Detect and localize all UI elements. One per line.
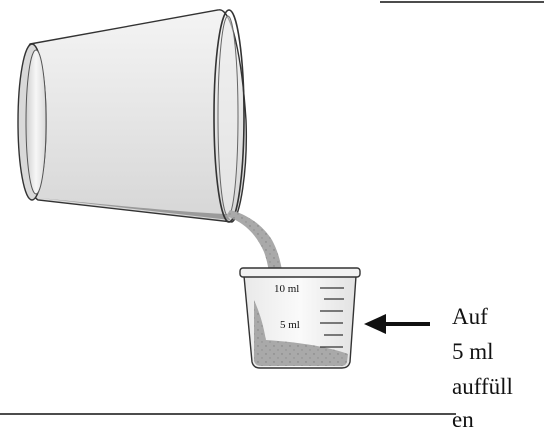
glass-bottom-inner — [26, 50, 46, 194]
instruction-line: Auf — [452, 305, 488, 328]
glass-rim-inner — [218, 16, 238, 216]
instruction-line: 5 ml — [452, 340, 494, 363]
instruction-line: auffüll — [452, 375, 513, 398]
arrow — [364, 314, 430, 334]
cup-rim — [240, 268, 360, 277]
instruction-line: en — [452, 408, 474, 431]
pouring-glass — [18, 10, 246, 222]
mark-10ml: 10 ml — [274, 283, 299, 295]
arrow-head-icon — [364, 314, 386, 334]
measuring-cup: 10 ml 5 ml — [240, 268, 360, 368]
mark-5ml: 5 ml — [280, 319, 300, 331]
glass-body — [22, 10, 246, 222]
